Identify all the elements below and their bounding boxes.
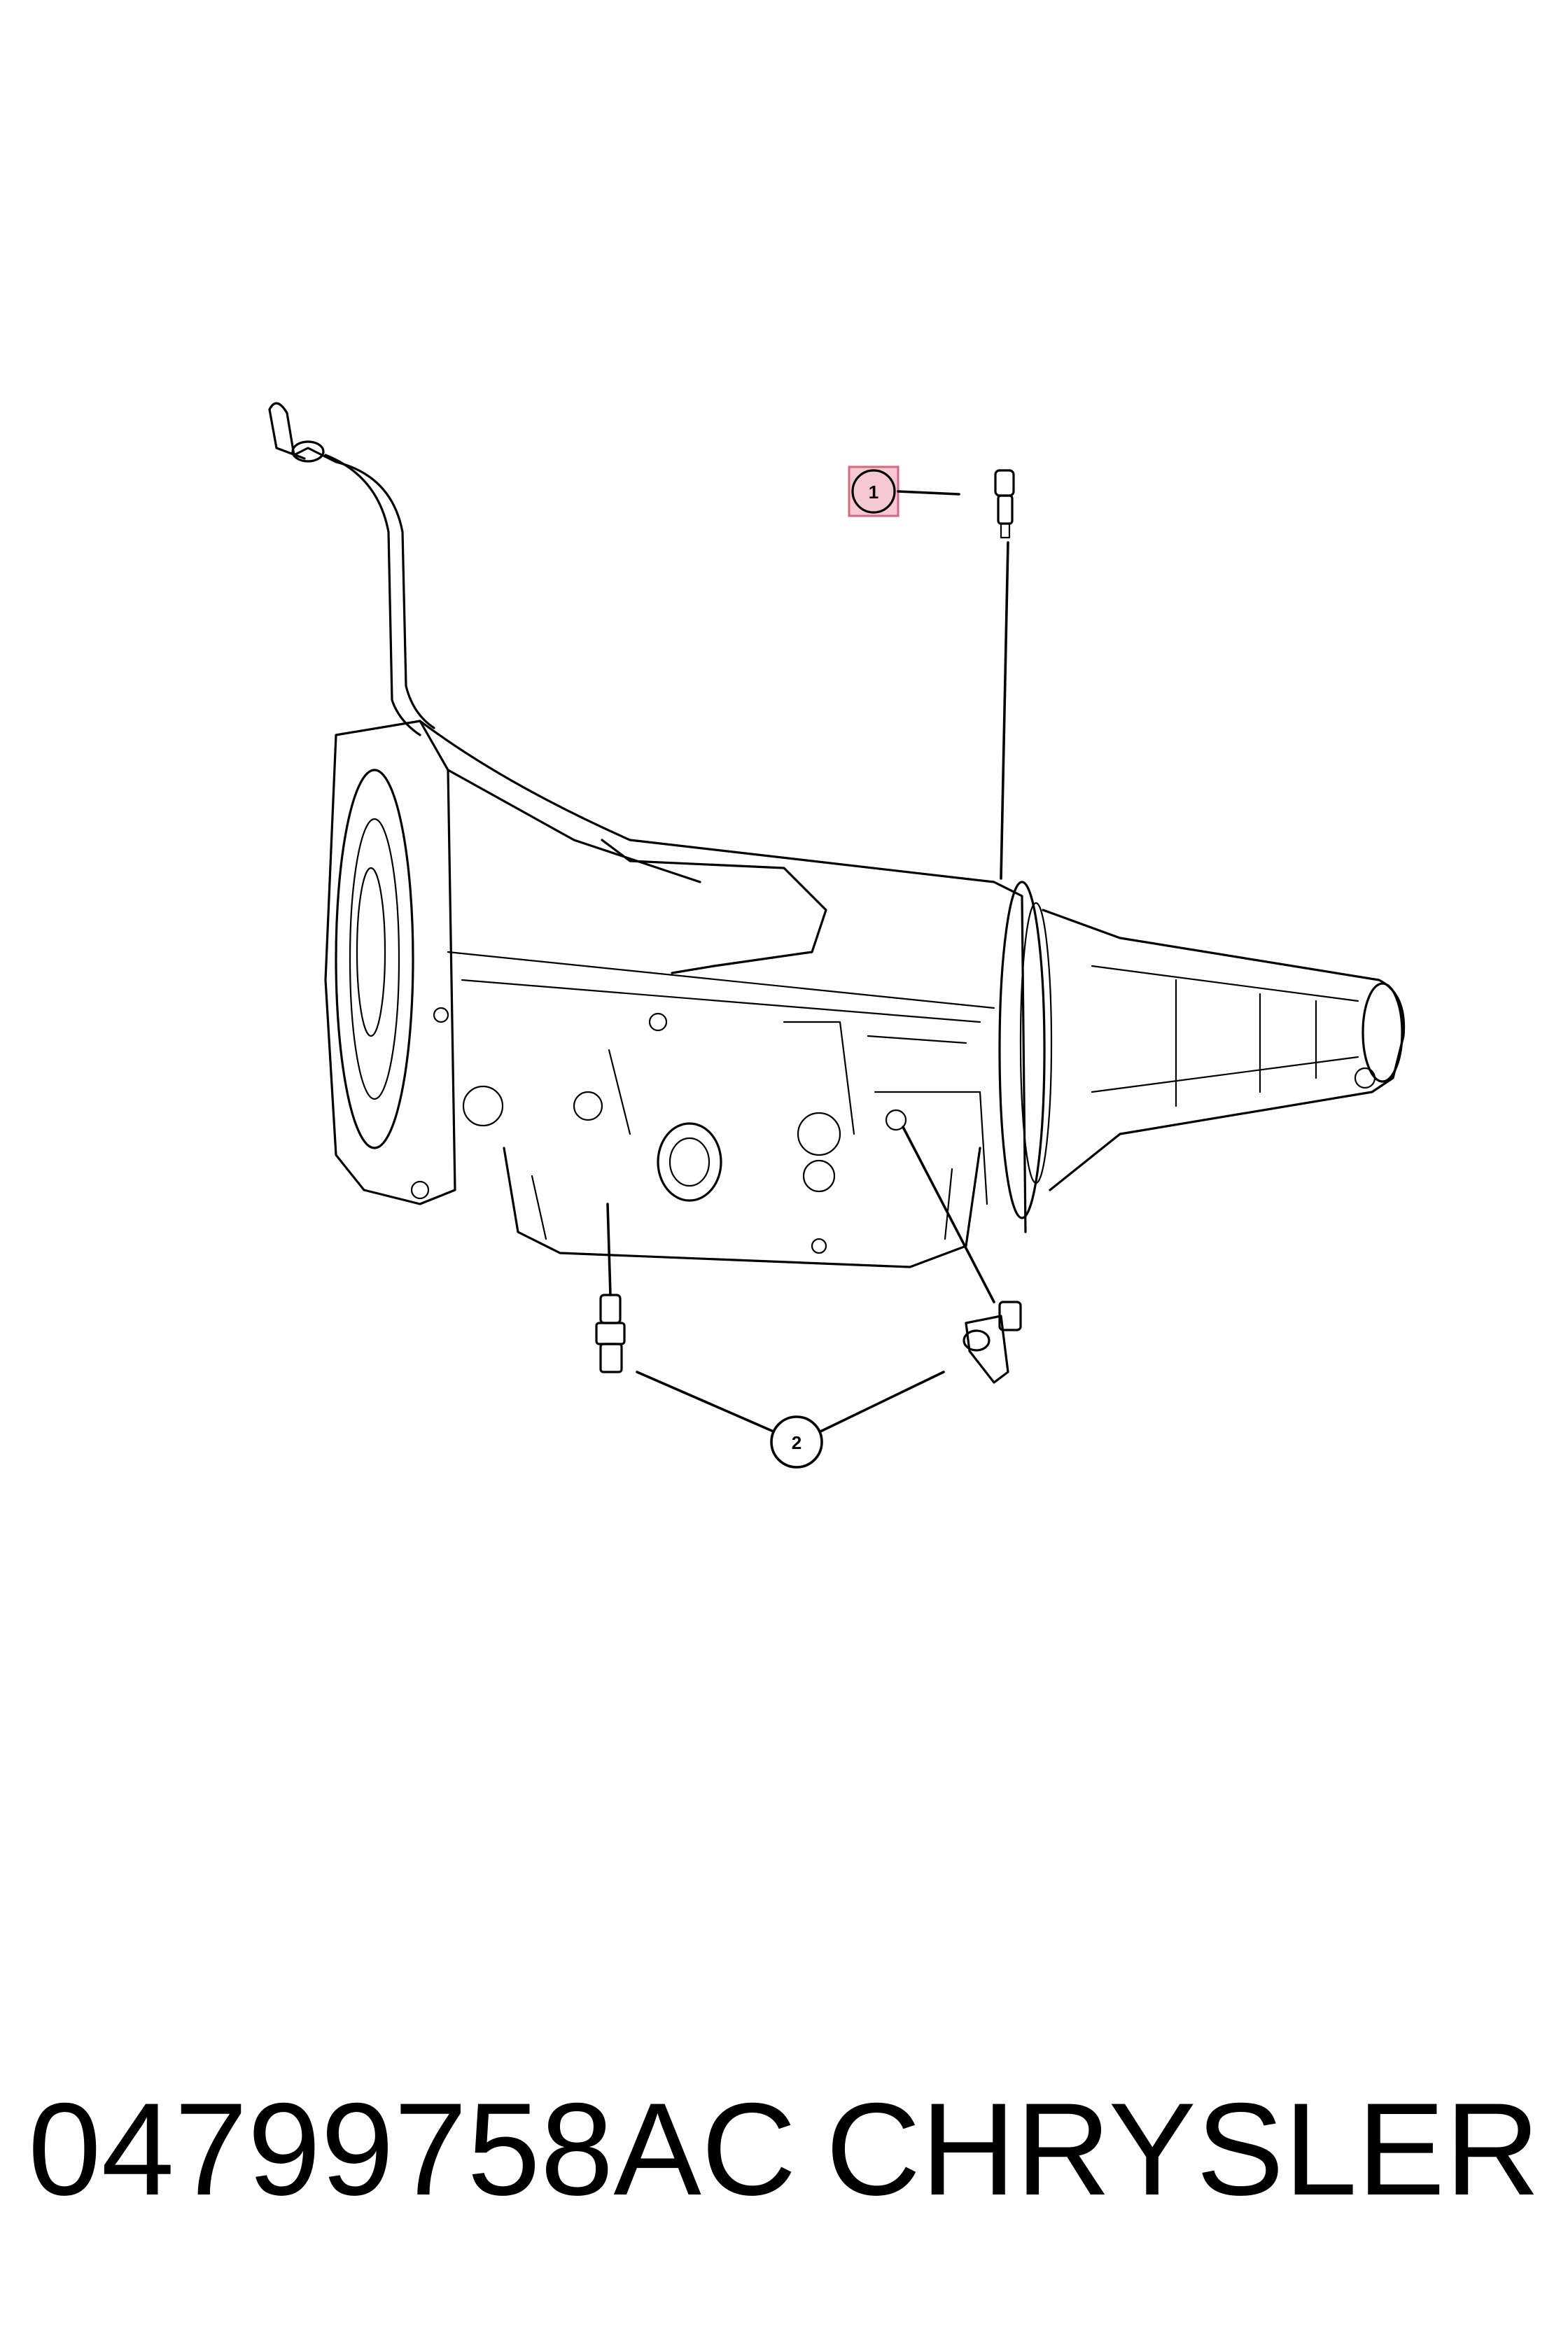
- callout-2[interactable]: 2: [636, 1371, 945, 1469]
- caption-bar: 04799758AC CHRYSLER: [28, 2072, 1540, 2226]
- sensor-part-2-right: [902, 1126, 1022, 1384]
- callout-1-label: 1: [869, 482, 878, 503]
- dipstick-tube: [268, 402, 435, 736]
- callout-1[interactable]: 1: [848, 465, 960, 517]
- part-number: 04799758AC: [28, 2076, 797, 2222]
- sensor-part-2-left: [595, 1203, 626, 1373]
- sensor-part-1: [994, 469, 1015, 880]
- transmission-housing: [324, 720, 1406, 1268]
- brand-name: CHRYSLER: [825, 2076, 1540, 2222]
- callout-2-label: 2: [792, 1432, 802, 1453]
